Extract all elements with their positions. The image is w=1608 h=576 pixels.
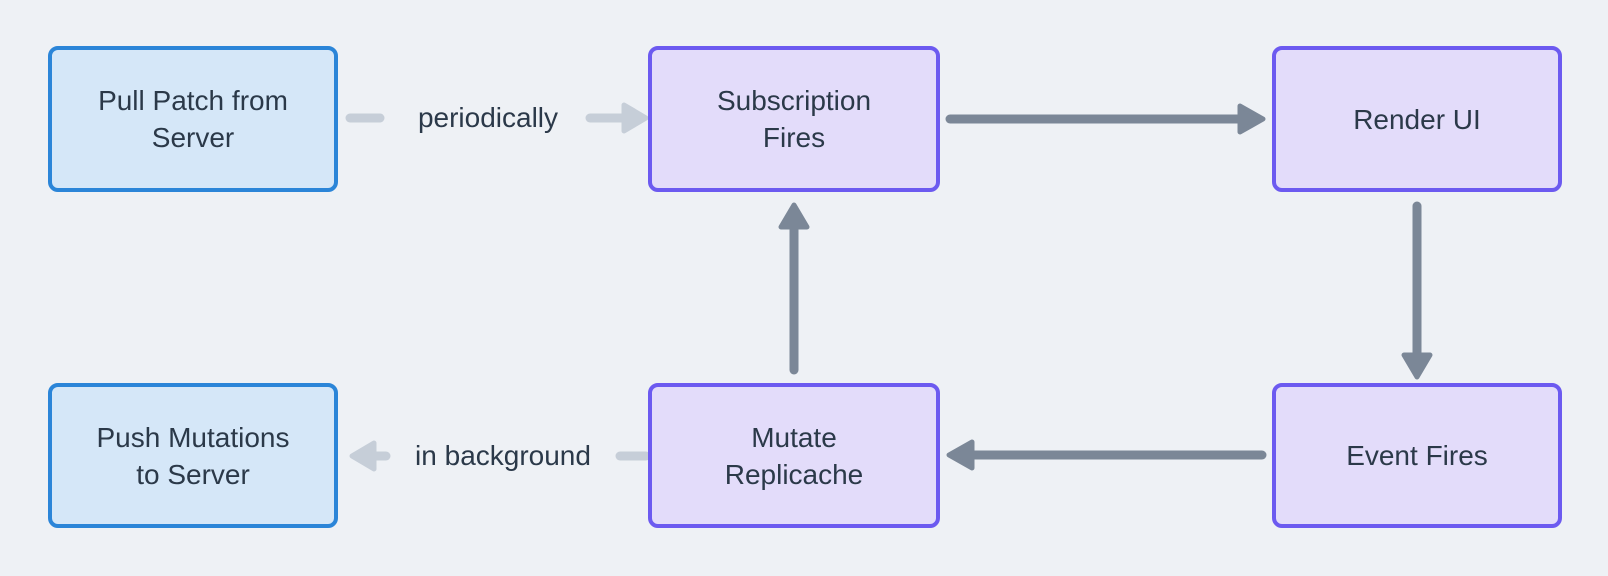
edge-subscription-to-render [945,103,1266,135]
node-label: Pull Patch from Server [98,85,288,153]
node-subscription-fires: Subscription Fires [648,46,940,192]
node-event-fires: Event Fires [1272,383,1562,528]
node-push-mutations-to-server: Push Mutations to Server [48,383,338,528]
arrow-head-up-icon [778,202,810,230]
arrow-head-right-icon [621,102,649,134]
edge-event-to-mutate [946,439,1267,471]
node-mutate-replicache: Mutate Replicache [648,383,940,528]
arrow-head-right-icon [1237,103,1266,135]
node-label: Push Mutations to Server [96,421,290,490]
node-label: Render UI [1353,103,1481,135]
node-pull-patch-from-server: Pull Patch from Server [48,46,338,192]
node-label: Event Fires [1346,440,1488,471]
node-render-ui: Render UI [1272,46,1562,192]
edge-label-in-background: in background [415,440,591,471]
edge-label-periodically: periodically [417,102,559,133]
node-label: Subscription Fires [716,85,872,153]
arrow-head-left-icon [946,439,975,471]
edge-mutate-to-subscription [778,202,810,375]
edge-render-to-event [1401,201,1433,380]
arrow-head-down-icon [1401,352,1433,380]
edge-mutate-to-push [349,440,651,472]
edge-pull-patch-to-subscription [345,102,649,134]
node-label: Mutate Replicache [724,421,864,490]
